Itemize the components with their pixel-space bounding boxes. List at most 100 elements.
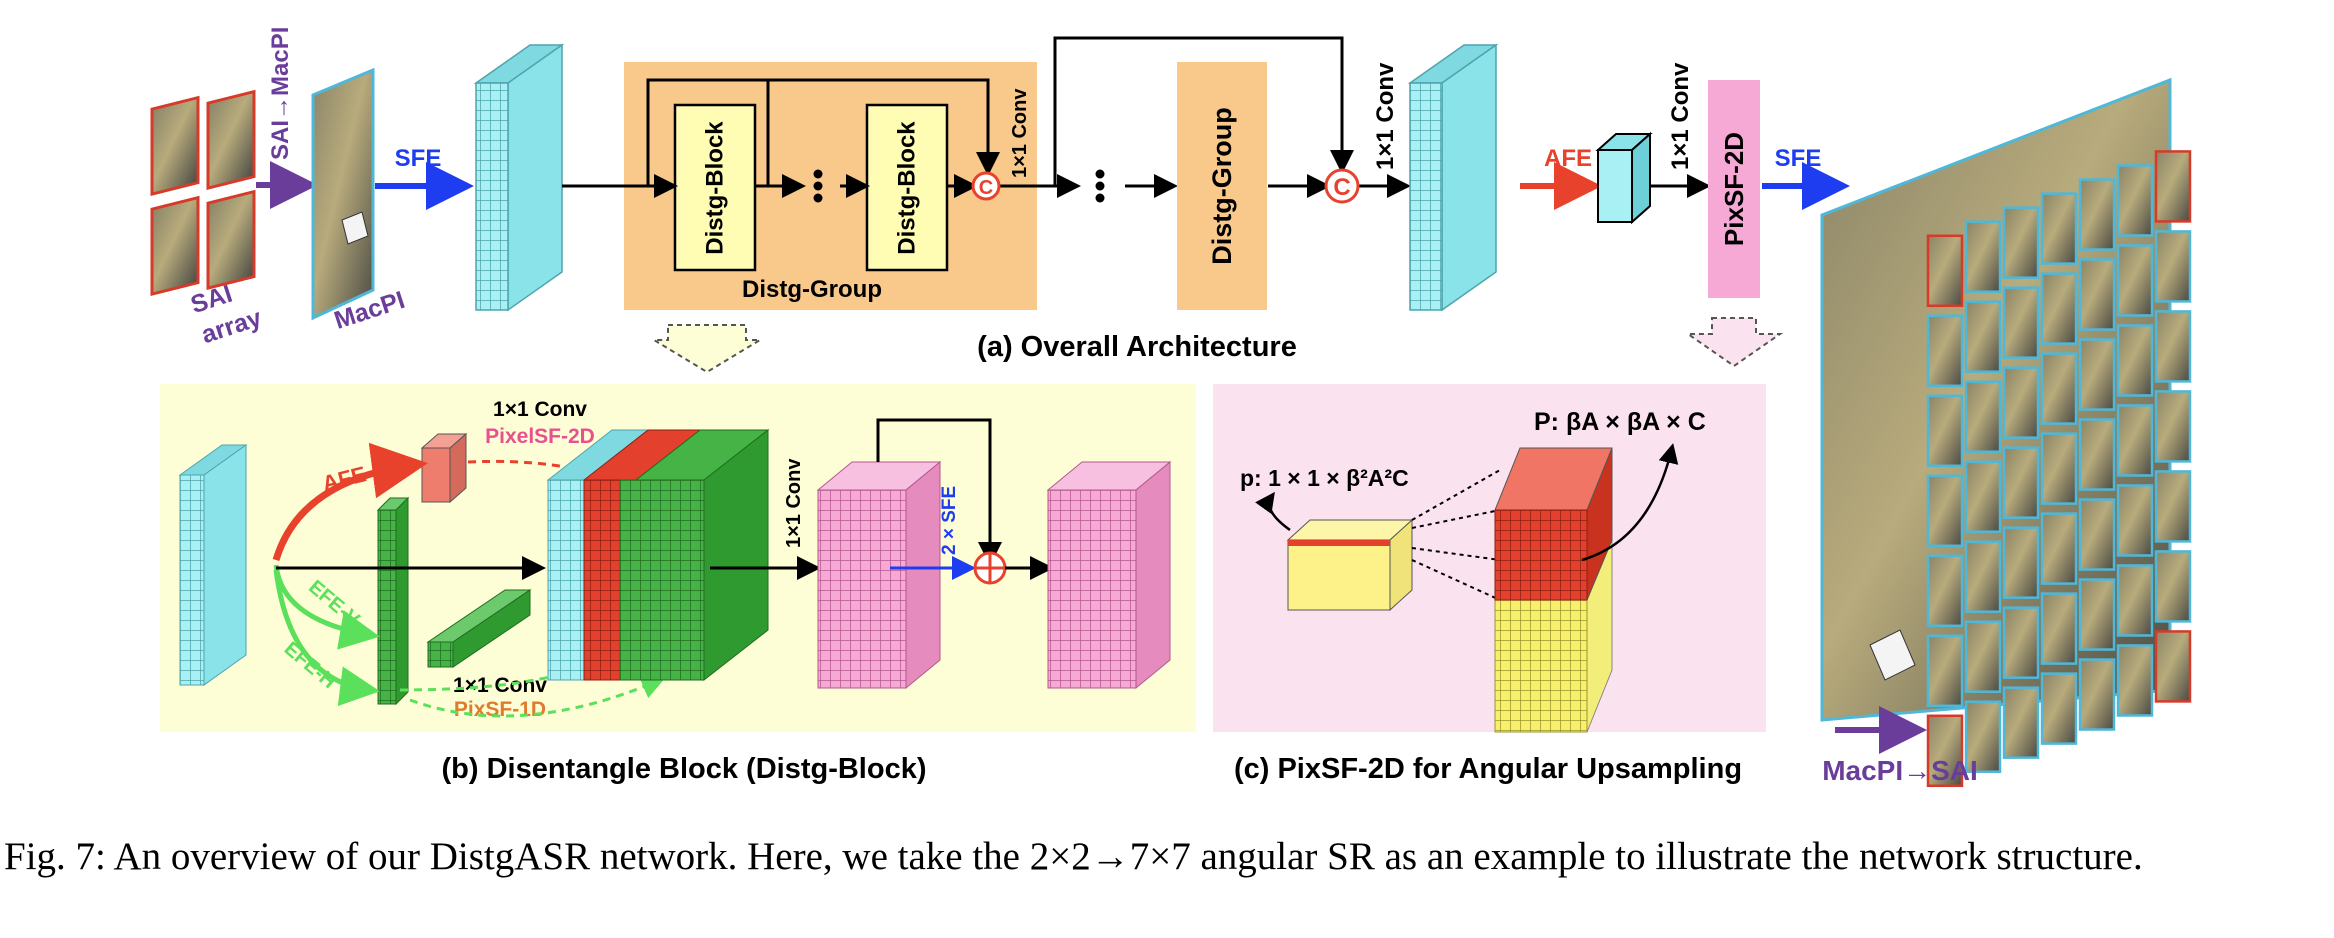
output-sai-grid <box>1820 77 2192 788</box>
output-sai-view <box>2002 446 2040 519</box>
output-sai-view <box>1964 460 2002 533</box>
concat-node-1: C <box>971 171 1001 201</box>
pixelsf-2d-dashed-arrow <box>467 459 626 487</box>
p-big-pointer <box>1581 443 1679 562</box>
output-sai-view <box>2002 286 2040 359</box>
output-sai-view <box>2116 324 2154 397</box>
distg-block-1-label: Distg-Block <box>702 121 729 255</box>
output-sai-view <box>1926 634 1964 708</box>
output-sai-view <box>1964 540 2002 613</box>
ellipsis-dots-2 <box>1095 169 1105 203</box>
distg-group-2 <box>1177 62 1267 310</box>
sai-to-macpi-label: SAI→MacPI <box>267 27 294 160</box>
afe-curve-arrow <box>272 442 428 562</box>
concat-feature-cube <box>546 428 770 682</box>
small-p-cube <box>1286 518 1414 612</box>
group-flow-arrows <box>562 36 1711 198</box>
conv-1x1-main-label: 1×1 Conv <box>1372 62 1399 170</box>
output-sai-view <box>2154 630 2192 703</box>
add-node <box>973 551 1007 585</box>
efe-v-slab <box>376 496 410 706</box>
efe-h-slab <box>426 589 532 668</box>
output-sai-view <box>2154 230 2192 303</box>
ellipsis-dots-1 <box>813 169 823 203</box>
output-sai-view <box>2040 512 2078 585</box>
distgasr-diagram: SAI array SAI→MacPI MacPI SFE Distg-Bloc… <box>150 27 2192 788</box>
output-sai-view <box>2040 272 2078 345</box>
distg-group-2-label: Distg-Group <box>1207 107 1237 264</box>
sfe-2x-label: 2 × SFE <box>939 486 960 555</box>
conv-1x1-group-label: 1×1 Conv <box>1009 88 1031 178</box>
pink-feature-cube-1 <box>816 460 942 690</box>
sai-array <box>150 89 256 296</box>
expand-arrow-c <box>1684 317 1784 368</box>
pixelsf-2d-b-label: PixelSF-2D <box>485 425 595 448</box>
output-sai-view <box>1926 714 1964 788</box>
distg-block-input-cube <box>178 444 248 686</box>
caption-b: (b) Disentangle Block (Distg-Block) <box>442 753 927 785</box>
output-sai-view <box>2078 178 2116 251</box>
output-sai-view <box>2002 526 2040 599</box>
output-sai-view <box>2040 192 2078 265</box>
macpi-image <box>311 67 375 321</box>
output-sai-view <box>2116 244 2154 317</box>
p-small-label: p: 1 × 1 × β²A²C <box>1240 465 1409 491</box>
output-sai-view <box>1964 300 2002 373</box>
sfe-label-2: SFE <box>1775 145 1822 172</box>
output-sai-view <box>2040 592 2078 665</box>
output-sai-view <box>2154 390 2192 463</box>
concat-node-2: C <box>1324 168 1360 204</box>
distg-block-2-label: Distg-Block <box>894 121 921 255</box>
p-big-label: P: βA × βA × C <box>1534 408 1706 436</box>
output-sai-view <box>2002 686 2040 759</box>
pixsf-2d-label: PixSF-2D <box>1719 132 1749 246</box>
output-sai-view <box>2078 338 2116 411</box>
output-sai-view <box>2040 672 2078 745</box>
output-sai-view <box>2116 404 2154 477</box>
pixsf-2d-block <box>1708 80 1760 298</box>
output-sai-view <box>2078 418 2116 491</box>
conv-1x1-after-afe-label: 1×1 Conv <box>1667 62 1694 170</box>
output-sai-view <box>2116 484 2154 557</box>
output-sai-view <box>2078 258 2116 331</box>
p-small-pointer <box>1255 491 1291 532</box>
projection-lines <box>1411 469 1501 601</box>
distg-group-label: Distg-Group <box>742 276 882 303</box>
conv-1x1-b-mid-label: 1×1 Conv <box>783 458 805 548</box>
output-sai-view <box>1926 314 1964 388</box>
sfe-label-1: SFE <box>395 145 442 172</box>
output-sai-view <box>2154 550 2192 623</box>
output-sai-view <box>2116 164 2154 237</box>
output-sai-view <box>1926 234 1964 308</box>
efe-h-curve-arrow <box>273 569 380 707</box>
output-sai-view <box>2116 644 2154 717</box>
output-sai-view <box>2154 470 2192 543</box>
output-sai-view <box>2078 658 2116 731</box>
pink-feature-cube-2 <box>1046 460 1172 690</box>
afe-small-cube <box>420 432 468 504</box>
output-sai-view <box>2154 310 2192 383</box>
output-sai-view <box>1964 700 2002 773</box>
output-sai-view <box>1926 554 1964 628</box>
output-sai-view <box>2002 366 2040 439</box>
conv-1x1-b-top-label: 1×1 Conv <box>493 398 587 421</box>
output-sai-view <box>2040 352 2078 425</box>
svg-text:C: C <box>979 177 993 199</box>
output-sai-view <box>2078 578 2116 651</box>
svg-text:C: C <box>1333 174 1350 201</box>
afe-feature-cube <box>1595 131 1653 225</box>
afe-label-main: AFE <box>1544 145 1592 172</box>
output-sai-view <box>1926 394 1964 468</box>
figure-caption: Fig. 7: An overview of our DistgASR netw… <box>4 835 2143 878</box>
macpi-to-sai-label: MacPI→SAI <box>1822 755 1978 786</box>
output-sai-view <box>1926 474 1964 548</box>
feature-cube-2 <box>1407 43 1499 312</box>
output-sai-view <box>1964 220 2002 293</box>
caption-c: (c) PixSF-2D for Angular Upsampling <box>1234 753 1742 785</box>
pixsf-1d-dashed-arrow-1 <box>409 676 666 718</box>
output-sai-view <box>2116 564 2154 637</box>
output-sai-view <box>2002 206 2040 279</box>
output-sai-view <box>1964 620 2002 693</box>
big-p-cube <box>1494 447 1613 733</box>
output-sai-view <box>2002 606 2040 679</box>
